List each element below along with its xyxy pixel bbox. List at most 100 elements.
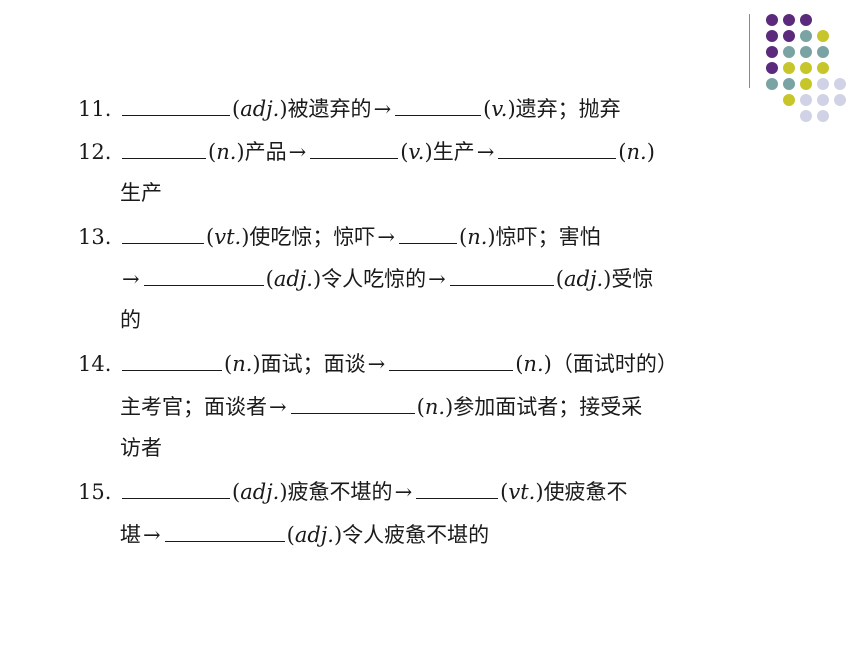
answer-blank[interactable] — [389, 348, 514, 371]
item-number: 11. — [78, 97, 112, 121]
item-13-line-3: 的 — [120, 305, 141, 335]
arrow-icon: → — [367, 352, 386, 376]
meaning: 使疲惫不 — [543, 480, 628, 504]
part-of-speech: n. — [523, 352, 544, 376]
answer-blank[interactable] — [143, 263, 264, 286]
part-of-speech: n. — [216, 140, 237, 164]
arrow-icon: → — [394, 480, 413, 504]
arrow-icon: → — [269, 395, 287, 419]
item-number: 15. — [78, 480, 112, 504]
dot — [800, 94, 812, 106]
dot — [800, 78, 812, 90]
corner-divider-line — [749, 14, 750, 88]
dot — [800, 14, 812, 26]
dot — [766, 62, 778, 74]
item-13-line-1: 13.(vt.)使吃惊；惊吓→(n.)惊吓；害怕 — [78, 221, 601, 251]
dot — [783, 94, 795, 106]
answer-blank[interactable] — [122, 348, 222, 371]
item-number: 14. — [78, 352, 112, 376]
dot — [800, 30, 812, 42]
dot — [783, 78, 795, 90]
item-14-line-1: 14.(n.)面试；面谈→(n.)（面试时的） — [78, 348, 678, 378]
part-of-speech: n. — [626, 140, 647, 164]
meaning: 生产 — [120, 181, 162, 205]
answer-blank[interactable] — [395, 93, 482, 116]
dot — [817, 62, 829, 74]
item-15-line-2: 堪→(adj.)令人疲惫不堪的 — [120, 519, 489, 549]
meaning: 面试；面谈 — [260, 352, 366, 376]
item-11-line-1: 11.(adj.)被遗弃的→(v.)遗弃；抛弃 — [78, 93, 621, 123]
meaning: 令人吃惊的 — [321, 267, 427, 291]
dot — [834, 94, 846, 106]
item-number: 12. — [78, 140, 112, 164]
dot — [800, 46, 812, 58]
dot — [817, 94, 829, 106]
item-13-line-2: →(adj.)令人吃惊的→(adj.)受惊 — [120, 263, 653, 293]
part-of-speech: adj. — [240, 480, 280, 504]
answer-blank[interactable] — [449, 263, 554, 286]
item-14-line-2: 主考官；面谈者→(n.)参加面试者；接受采 — [120, 391, 642, 421]
meaning: 参加面试者；接受采 — [453, 395, 643, 419]
item-15-line-1: 15.(adj.)疲惫不堪的→(vt.)使疲惫不 — [78, 476, 628, 506]
meaning: 生产 — [432, 140, 475, 164]
meaning: 主考官；面谈者 — [120, 395, 267, 419]
item-14-line-3: 访者 — [120, 433, 162, 463]
meaning: 被遗弃的 — [287, 97, 372, 121]
meaning: （面试时的） — [551, 352, 678, 376]
meaning: 产品 — [244, 140, 287, 164]
answer-blank[interactable] — [416, 476, 499, 499]
meaning: 令人疲惫不堪的 — [342, 523, 490, 547]
dot — [800, 110, 812, 122]
item-12-line-1: 12.(n.)产品→(v.)生产→(n.) — [78, 136, 655, 166]
dot — [817, 30, 829, 42]
answer-blank[interactable] — [498, 136, 617, 159]
dot — [766, 14, 778, 26]
part-of-speech: v. — [491, 97, 508, 121]
part-of-speech: v. — [408, 140, 425, 164]
part-of-speech: n. — [232, 352, 253, 376]
answer-blank[interactable] — [290, 391, 415, 414]
dot — [766, 30, 778, 42]
meaning: 堪 — [120, 523, 141, 547]
answer-blank[interactable] — [122, 476, 230, 499]
meaning: 受惊 — [611, 267, 654, 291]
arrow-icon: → — [373, 97, 392, 121]
meaning: 的 — [120, 308, 141, 332]
part-of-speech: n. — [424, 395, 446, 419]
dot — [766, 46, 778, 58]
answer-blank[interactable] — [122, 221, 204, 244]
meaning: 使吃惊；惊吓 — [249, 225, 376, 249]
meaning: 遗弃；抛弃 — [515, 97, 621, 121]
dot — [817, 110, 829, 122]
arrow-icon: → — [122, 267, 140, 291]
dot — [834, 78, 846, 90]
part-of-speech: vt. — [508, 480, 536, 504]
meaning: 访者 — [120, 436, 162, 460]
part-of-speech: adj. — [294, 523, 334, 547]
part-of-speech: n. — [467, 225, 488, 249]
part-of-speech: adj. — [273, 267, 313, 291]
part-of-speech: vt. — [214, 225, 242, 249]
meaning: 疲惫不堪的 — [287, 480, 393, 504]
dot — [783, 14, 795, 26]
item-12-line-2: 生产 — [120, 178, 162, 208]
arrow-icon: → — [476, 140, 495, 164]
part-of-speech: adj. — [563, 267, 604, 291]
answer-blank[interactable] — [399, 221, 457, 244]
answer-blank[interactable] — [122, 93, 230, 116]
part-of-speech: adj. — [240, 97, 280, 121]
arrow-icon: → — [377, 225, 395, 249]
arrow-icon: → — [288, 140, 307, 164]
item-number: 13. — [78, 225, 112, 249]
arrow-icon: → — [143, 523, 161, 547]
arrow-icon: → — [428, 267, 446, 291]
answer-blank[interactable] — [164, 519, 285, 542]
dot — [766, 78, 778, 90]
answer-blank[interactable] — [310, 136, 399, 159]
answer-blank[interactable] — [122, 136, 206, 159]
dot — [800, 62, 812, 74]
meaning: 惊吓；害怕 — [495, 225, 601, 249]
dot — [817, 78, 829, 90]
dot — [817, 46, 829, 58]
dot — [783, 46, 795, 58]
